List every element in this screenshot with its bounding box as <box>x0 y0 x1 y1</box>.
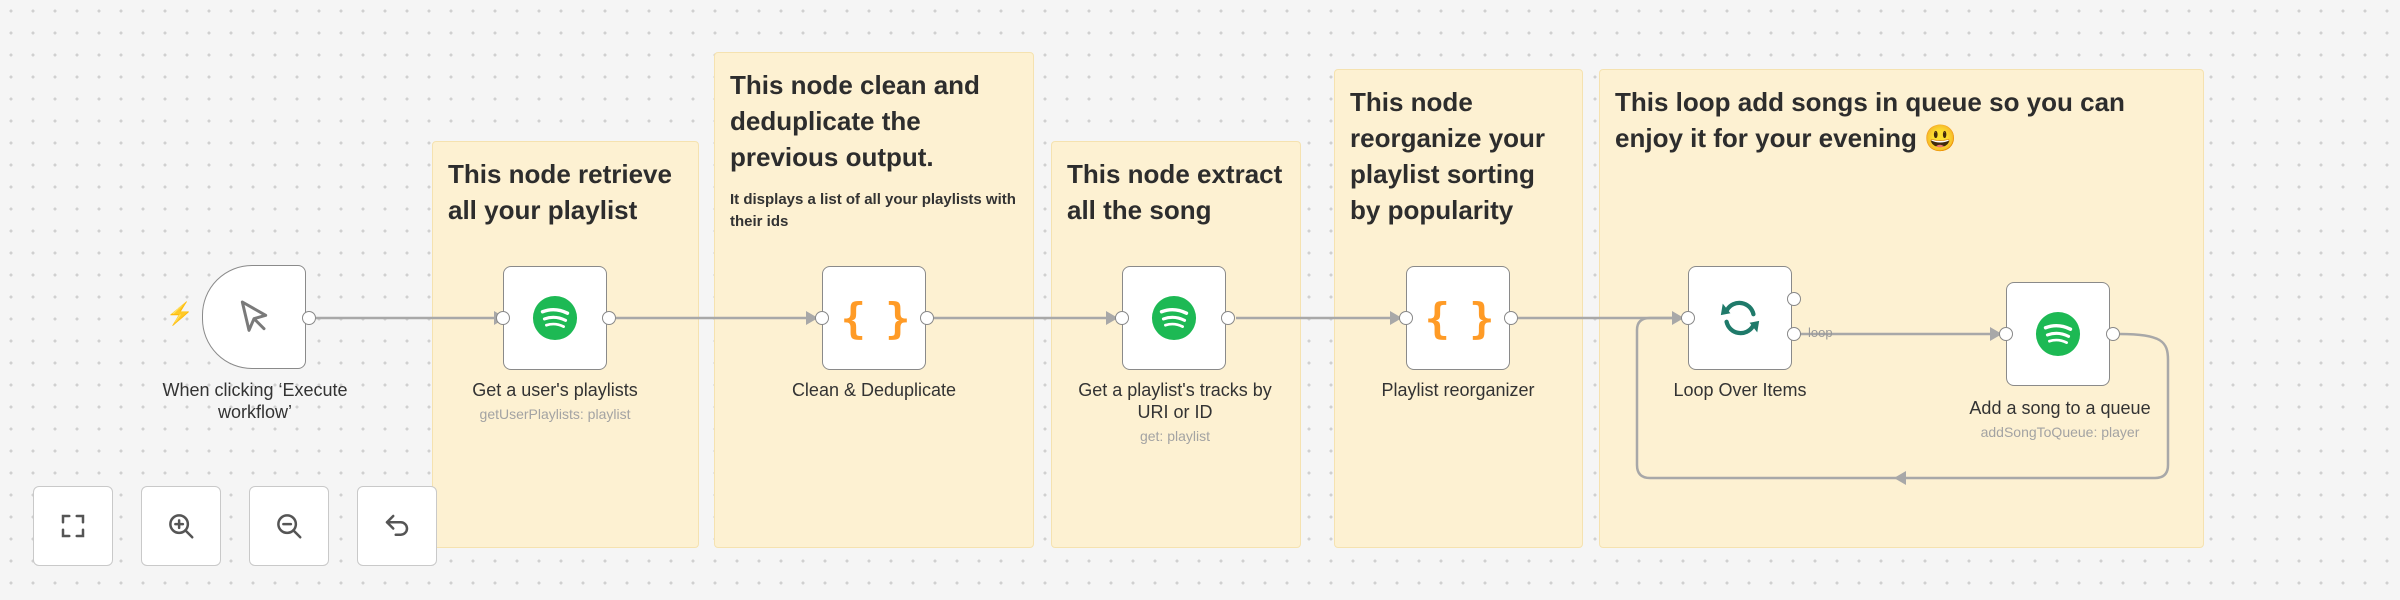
fit-view-icon <box>61 514 85 538</box>
zoom-in-button[interactable] <box>141 486 221 566</box>
input-handle[interactable] <box>815 311 829 325</box>
undo-icon <box>385 514 409 536</box>
sticky-note-playlists[interactable]: This node retrieve all your playlist <box>432 141 699 548</box>
spotify-icon <box>532 295 578 341</box>
output-handle[interactable] <box>2106 327 2120 341</box>
spotify-icon <box>2035 311 2081 357</box>
node-subtitle: get: playlist <box>1139 428 1211 444</box>
loop-connection-label: loop <box>1808 325 1833 340</box>
done-output-handle[interactable] <box>1787 292 1801 306</box>
sticky-note-body: It displays a list of all your playlists… <box>730 191 1016 230</box>
node-label: Get a playlist's tracks by URI or ID <box>1078 380 1272 422</box>
output-handle[interactable] <box>1221 311 1235 325</box>
node-label: Clean & Deduplicate <box>791 380 957 400</box>
node-subtitle: getUserPlaylists: playlist <box>479 406 631 422</box>
undo-button[interactable] <box>357 486 437 566</box>
node-label: When clicking ‘Execute workflow’ <box>162 380 348 422</box>
output-handle[interactable] <box>602 311 616 325</box>
edge-arrowhead <box>1894 471 1906 485</box>
fit-view-button[interactable] <box>33 486 113 566</box>
output-handle[interactable] <box>1504 311 1518 325</box>
trigger-bolt-icon: ⚡ <box>166 301 194 326</box>
edge-arrowhead <box>806 311 818 325</box>
node-label: Add a song to a queue <box>1969 398 2151 418</box>
output-handle[interactable] <box>302 311 316 325</box>
sticky-note-title: This node retrieve all your playlist <box>448 159 672 225</box>
sticky-note-title: This node reorganize your playlist sorti… <box>1350 87 1546 225</box>
add-song-to-queue-node[interactable] <box>2006 282 2110 386</box>
loop-over-items-node[interactable] <box>1688 266 1792 370</box>
node-label: Loop Over Items <box>1673 380 1807 400</box>
clean-deduplicate-node[interactable]: { } <box>822 266 926 370</box>
input-handle[interactable] <box>496 311 510 325</box>
zoom-out-icon <box>277 514 302 539</box>
input-handle[interactable] <box>1681 311 1695 325</box>
zoom-out-button[interactable] <box>249 486 329 566</box>
get-user-playlists-node[interactable] <box>503 266 607 370</box>
input-handle[interactable] <box>1999 327 2013 341</box>
zoom-in-icon <box>169 514 194 539</box>
spotify-icon <box>1151 295 1197 341</box>
cursor-icon <box>240 300 268 332</box>
edge-arrowhead <box>1672 311 1684 325</box>
node-label: Playlist reorganizer <box>1381 380 1535 400</box>
edge-arrowhead <box>1990 327 2002 341</box>
loop-icon <box>1720 300 1760 336</box>
loop-output-handle[interactable] <box>1787 327 1801 341</box>
edge-arrowhead <box>1106 311 1118 325</box>
code-braces-icon: { } <box>1424 293 1495 343</box>
output-handle[interactable] <box>920 311 934 325</box>
edge-arrowhead <box>1390 311 1402 325</box>
sticky-note-title: This node clean and deduplicate the prev… <box>730 70 980 172</box>
sticky-note-title: This loop add songs in queue so you can … <box>1615 87 2125 153</box>
code-braces-icon: { } <box>840 293 911 343</box>
get-playlist-tracks-node[interactable] <box>1122 266 1226 370</box>
playlist-reorganizer-node[interactable]: { } <box>1406 266 1510 370</box>
input-handle[interactable] <box>1115 311 1129 325</box>
node-subtitle: addSongToQueue: player <box>1980 424 2140 440</box>
node-label: Get a user's playlists <box>472 380 638 400</box>
sticky-note-title: This node extract all the song <box>1067 159 1283 225</box>
manual-trigger-node[interactable] <box>202 265 306 369</box>
input-handle[interactable] <box>1399 311 1413 325</box>
